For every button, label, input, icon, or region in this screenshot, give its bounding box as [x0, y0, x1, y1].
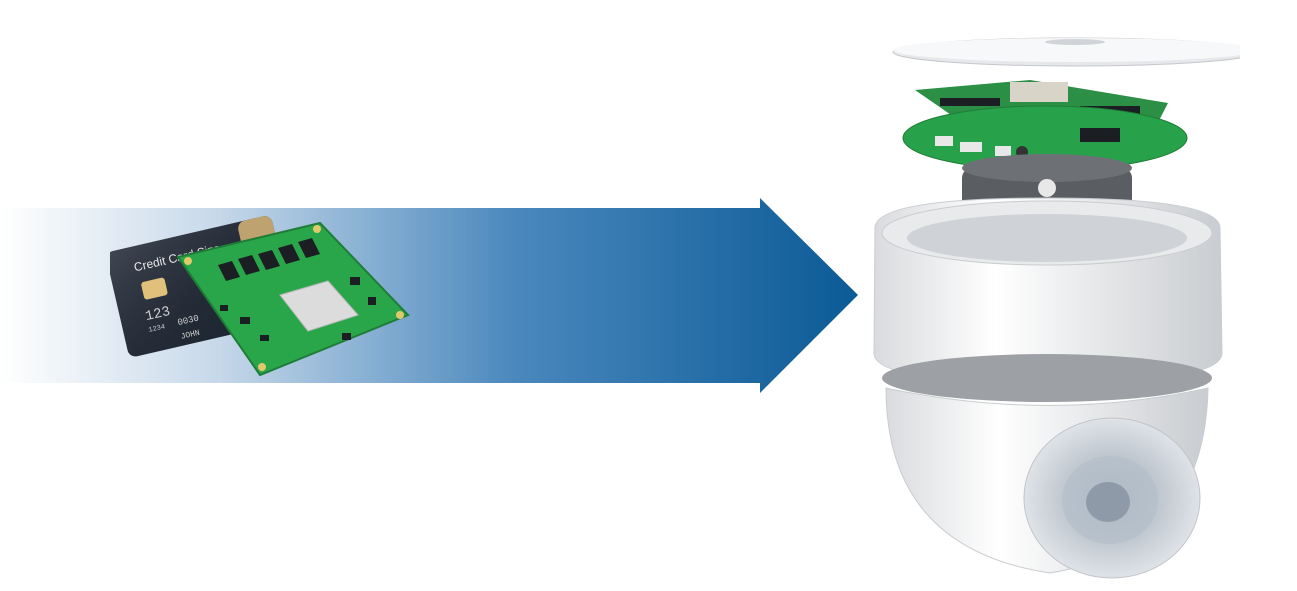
top-cover — [892, 37, 1240, 67]
dome-camera-icon — [873, 37, 1240, 579]
dome-base — [885, 387, 1209, 579]
card-chip-icon — [141, 277, 168, 300]
ring-housing — [873, 197, 1223, 384]
card-number-small: 1234 — [148, 323, 166, 335]
card-holder: JOHN — [180, 329, 201, 342]
pcb-board — [176, 221, 410, 377]
pcb-module-icon: Credit Card Size 123 1234 0030 JOHN — [110, 216, 410, 377]
card-number-big: 123 — [144, 304, 172, 325]
card-number-line: 0030 — [177, 313, 200, 328]
mid-band — [882, 354, 1212, 402]
